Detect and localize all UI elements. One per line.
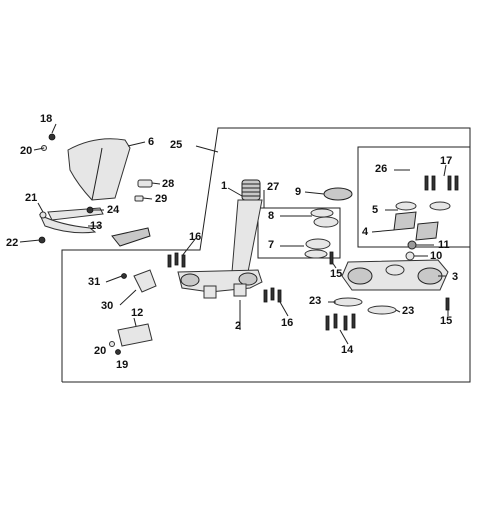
bearing-8	[313, 216, 339, 228]
label-8: 8	[268, 210, 275, 222]
label-6: 6	[148, 136, 155, 148]
bolt-set-17	[424, 175, 459, 191]
bolt-19	[115, 349, 121, 355]
label-17: 17	[440, 155, 453, 167]
handlebar-clamp-4b	[415, 221, 439, 241]
race-8	[310, 208, 334, 218]
washer-20b	[109, 341, 115, 347]
label-20-bottom: 20	[94, 345, 107, 357]
label-31: 31	[88, 276, 101, 288]
label-24: 24	[107, 204, 120, 216]
spacer-29	[134, 195, 144, 202]
label-26: 26	[375, 163, 388, 175]
assembly-frame	[61, 127, 471, 383]
bracket-12	[117, 323, 153, 347]
label-15-top: 15	[330, 268, 343, 280]
bolt-18	[48, 133, 56, 141]
clamp-cap-5a	[395, 201, 417, 211]
label-7: 7	[268, 239, 275, 251]
label-27: 27	[267, 181, 280, 193]
label-15-right: 15	[440, 315, 453, 327]
label-10: 10	[430, 250, 443, 262]
label-16-right: 16	[281, 317, 294, 329]
nut-21	[39, 211, 47, 219]
leader-lines	[19, 123, 449, 345]
label-16-left: 16	[189, 231, 202, 243]
label-21: 21	[25, 192, 38, 204]
link-23a	[333, 297, 363, 307]
label-4: 4	[362, 226, 369, 238]
bolt-31	[121, 273, 127, 279]
label-29: 29	[155, 193, 168, 205]
label-13: 13	[90, 220, 103, 232]
label-28: 28	[162, 178, 175, 190]
bolt-24	[86, 206, 94, 214]
label-1: 1	[221, 180, 228, 192]
label-30: 30	[101, 300, 114, 312]
bolt-15b	[445, 297, 450, 311]
handlebar-clamp-4a	[393, 211, 417, 231]
label-9: 9	[295, 186, 302, 198]
bolt-set-14	[325, 313, 356, 331]
clamp-cap-5b	[429, 201, 451, 211]
spacer-28	[137, 179, 153, 188]
label-3: 3	[452, 271, 459, 283]
label-12: 12	[131, 307, 144, 319]
label-19: 19	[116, 359, 129, 371]
steering-stem	[231, 179, 263, 273]
link-23b	[367, 305, 397, 315]
dust-cap-9	[323, 187, 353, 201]
washer-10	[405, 251, 415, 261]
nut-11	[407, 240, 417, 250]
label-2: 2	[235, 320, 242, 332]
label-14: 14	[341, 344, 354, 356]
label-18: 18	[40, 113, 53, 125]
bolt-set-16	[167, 252, 282, 303]
label-5: 5	[372, 204, 379, 216]
label-23-left: 23	[309, 295, 322, 307]
label-20: 20	[20, 145, 33, 157]
bolt-15a	[329, 251, 334, 265]
headlight-bracket	[38, 213, 97, 234]
headlight-fairing	[67, 138, 131, 201]
bracket-30	[133, 269, 157, 293]
group-box-27	[257, 207, 341, 259]
bearing-7	[305, 238, 331, 250]
label-23-right: 23	[402, 305, 415, 317]
label-25: 25	[170, 139, 183, 151]
label-11: 11	[438, 239, 450, 251]
label-22: 22	[6, 237, 19, 249]
race-7	[304, 249, 328, 259]
deflector	[111, 227, 151, 247]
